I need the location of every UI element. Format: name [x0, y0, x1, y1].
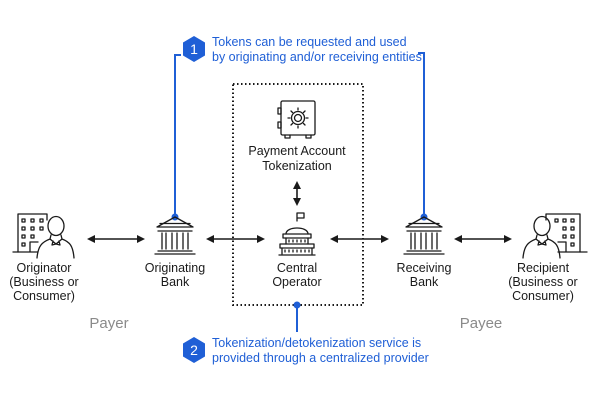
- receiving-bank-label-line-2: Bank: [410, 275, 439, 289]
- originating-bank-icon: [154, 216, 196, 255]
- originator-label-line-1: Originator: [17, 261, 72, 275]
- tokenization-label-line-1: Payment Account: [248, 144, 346, 158]
- originating-bank-label-line-1: Originating: [145, 261, 205, 275]
- annotation-1-line-1: Tokens can be requested and used: [212, 35, 407, 49]
- annotation-1: 1 Tokens can be requested and used by or…: [183, 35, 422, 64]
- annotation-1-bracket: [174, 52, 425, 217]
- originator-person-building-icon: [12, 213, 75, 259]
- tokenization-label-line-2: Tokenization: [262, 159, 332, 173]
- payer-role-label: Payer: [89, 315, 128, 332]
- annotation-1-line-2: by originating and/or receiving entities: [212, 50, 422, 64]
- safe-vault-icon: [277, 100, 316, 139]
- badge-2-number: 2: [190, 342, 198, 358]
- central-box-connector-dot: [293, 301, 301, 309]
- central-operator-label-line-2: Operator: [272, 275, 321, 289]
- central-operator-label-line-1: Central: [277, 261, 317, 275]
- recipient-person-building-icon: [522, 213, 588, 259]
- recipient-label-line-1: Recipient: [517, 261, 570, 275]
- badge-1-hexagon: [183, 36, 205, 62]
- central-operator-capitol-icon: [278, 212, 316, 256]
- originator-label-line-2: (Business or: [9, 275, 78, 289]
- annotation-2-line-2: provided through a centralized provider: [212, 351, 429, 365]
- payee-role-label: Payee: [460, 315, 503, 332]
- originator-label-line-3: Consumer): [13, 289, 75, 303]
- receiving-bank-label-line-1: Receiving: [397, 261, 452, 275]
- recipient-label-line-2: (Business or: [508, 275, 577, 289]
- badge-1-number: 1: [190, 41, 198, 57]
- originating-bank-label-line-2: Bank: [161, 275, 190, 289]
- recipient-label-line-3: Consumer): [512, 289, 574, 303]
- receiving-bank-icon: [403, 216, 445, 255]
- annotation-2: 2 Tokenization/detokenization service is…: [183, 336, 429, 365]
- annotation-2-line-1: Tokenization/detokenization service is: [212, 336, 421, 350]
- badge-2-hexagon: [183, 337, 205, 363]
